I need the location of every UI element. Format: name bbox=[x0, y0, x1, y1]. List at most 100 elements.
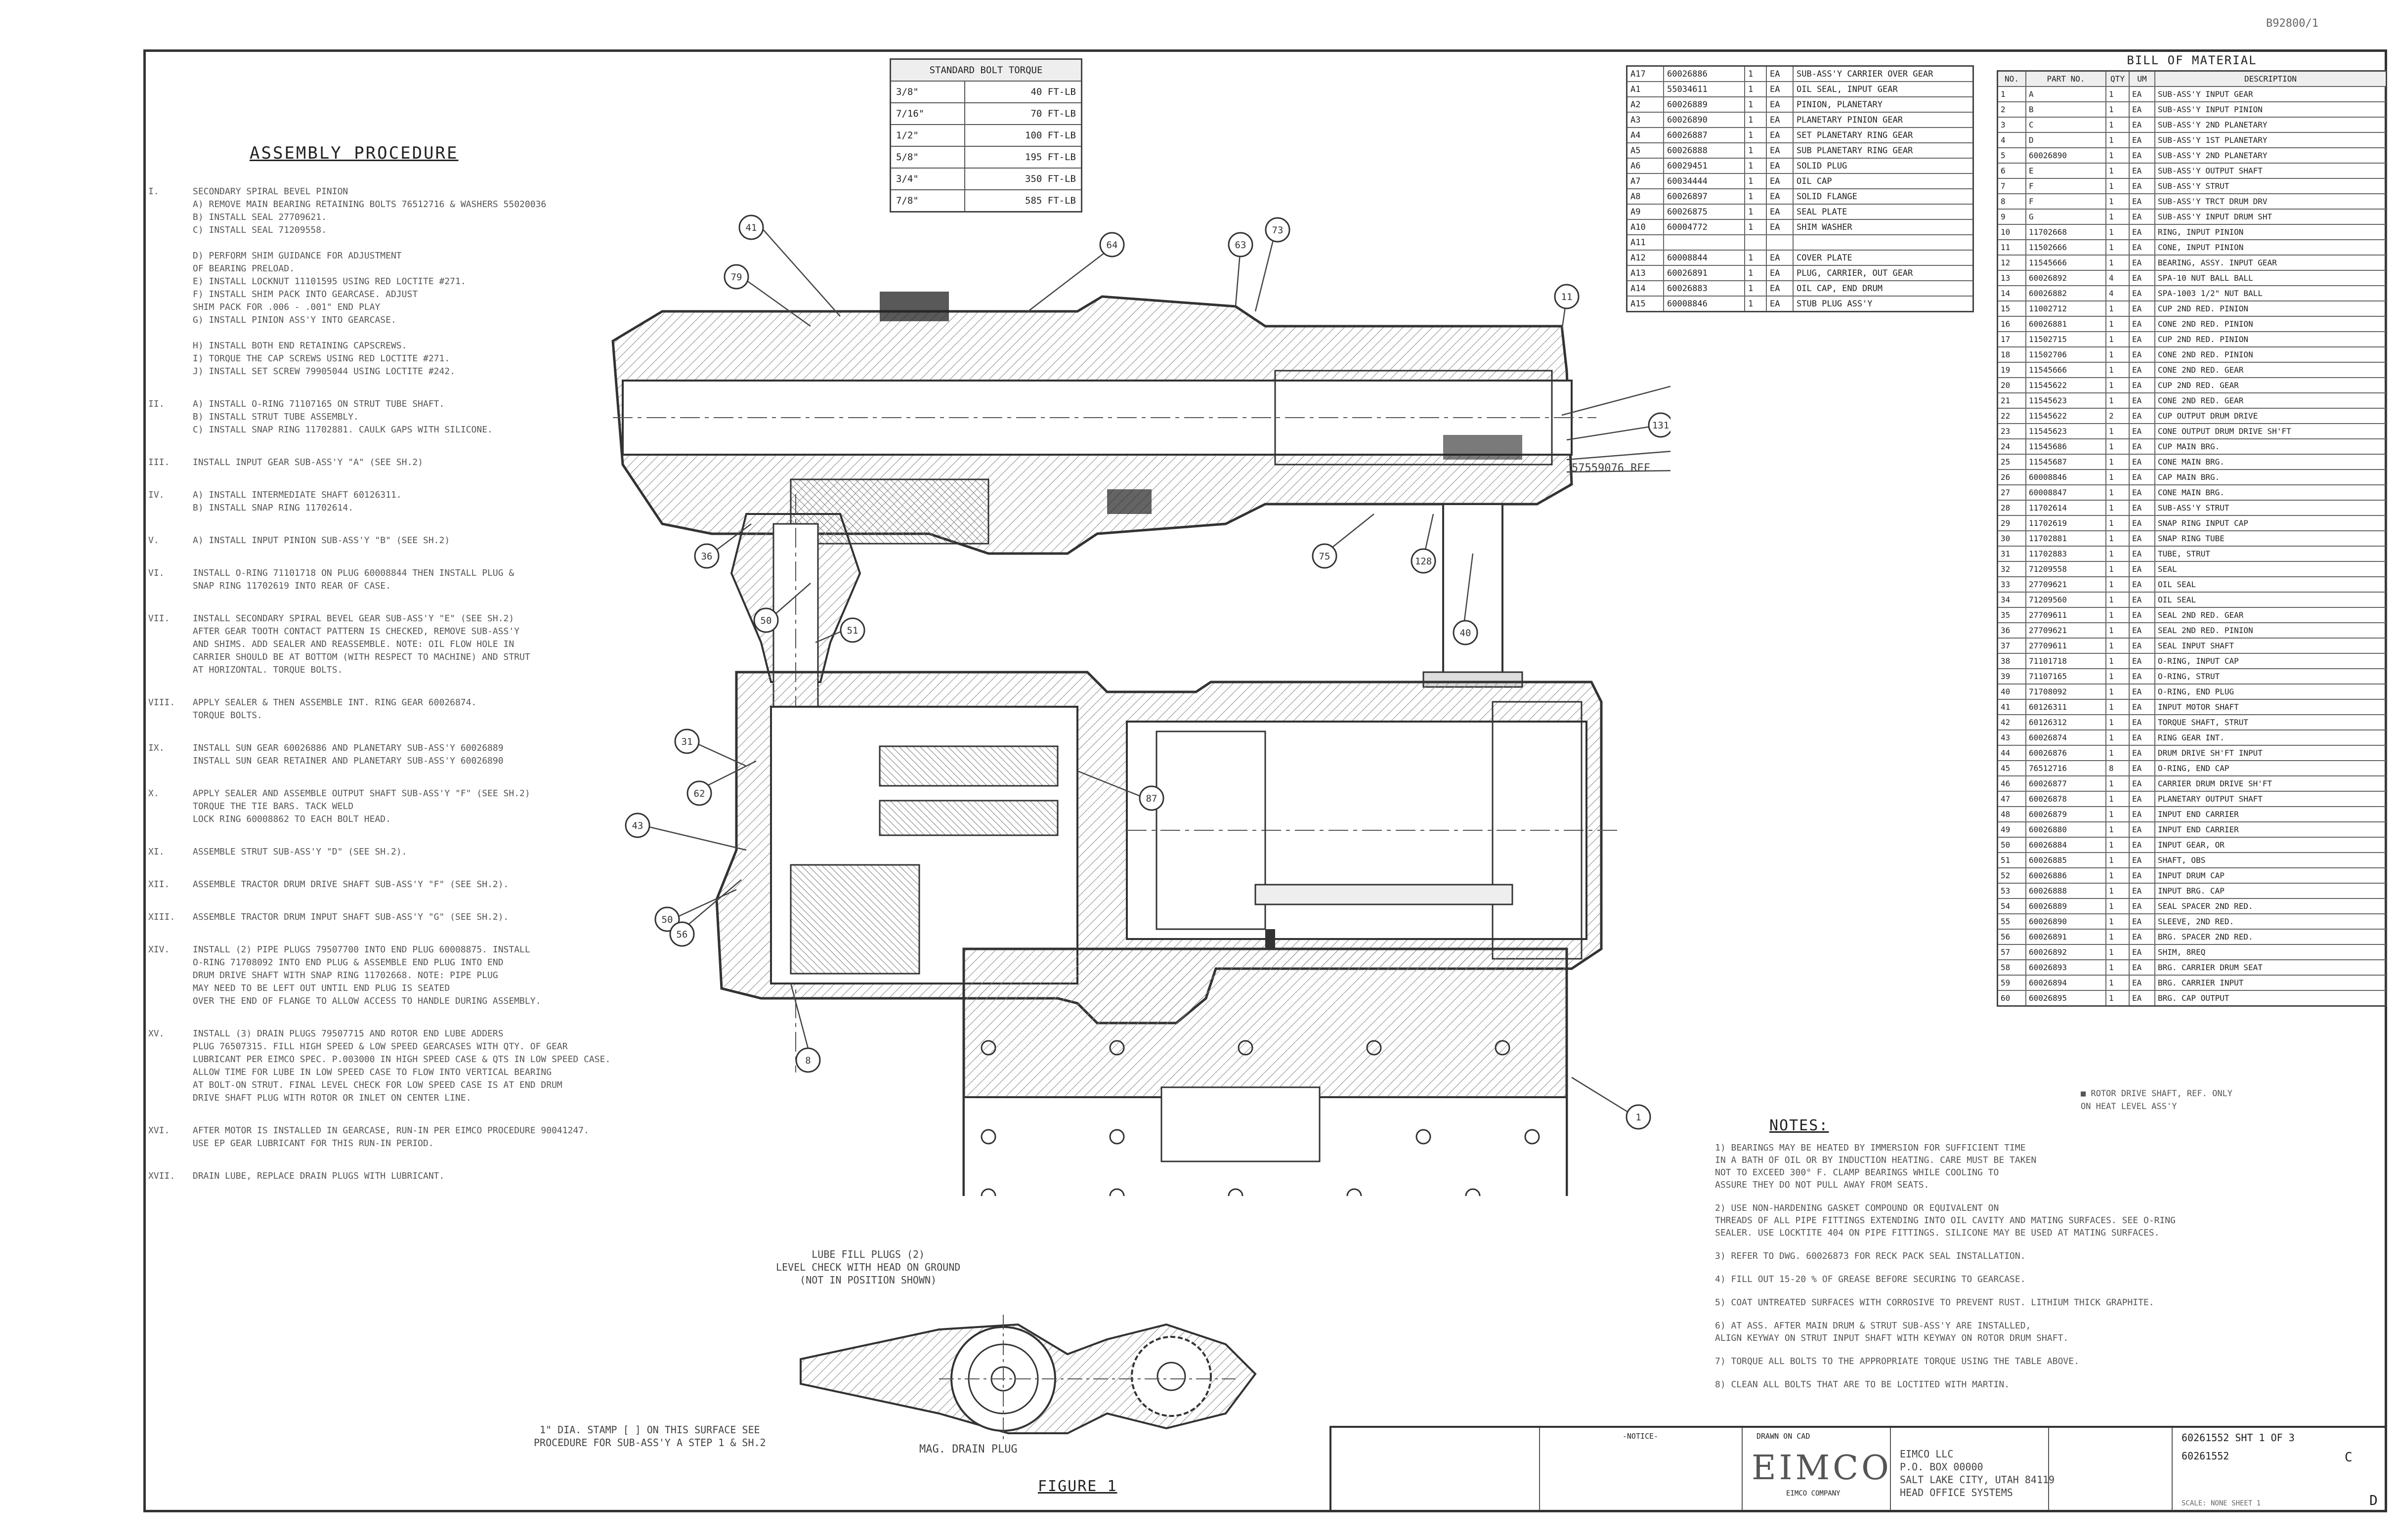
step-text: DRAIN LUBE, REPLACE DRAIN PLUGS WITH LUB… bbox=[193, 1171, 445, 1181]
bom-cell: 1 bbox=[2105, 684, 2130, 700]
bom-cell: 1 bbox=[2105, 576, 2130, 593]
bom-cell: 1 bbox=[2105, 178, 2130, 194]
bom-cell: 1 bbox=[2105, 331, 2130, 347]
bom-cell: 60026891 bbox=[1663, 265, 1745, 281]
bom-cell: 35 bbox=[1997, 607, 2026, 623]
bom-cell: 1 bbox=[2105, 484, 2130, 501]
bom-cell: EA bbox=[2129, 944, 2155, 960]
step-number: I. bbox=[148, 186, 159, 197]
bom-cell: 36 bbox=[1997, 622, 2026, 639]
bom-cell: 1 bbox=[1744, 265, 1767, 281]
step-number: XIV. bbox=[148, 944, 170, 955]
bom-cell: EA bbox=[2129, 913, 2155, 930]
company-logo-sub: EIMCO COMPANY bbox=[1786, 1490, 1841, 1497]
bom-cell: 1 bbox=[1744, 188, 1767, 205]
step-number: IV. bbox=[148, 490, 165, 500]
bom-cell: 60026875 bbox=[1663, 204, 1745, 220]
bom-cell: 60026878 bbox=[2025, 791, 2106, 807]
bom-cell: 25 bbox=[1997, 454, 2026, 470]
bom-cell: 2 bbox=[2105, 408, 2130, 424]
bom-cell: EA bbox=[2129, 147, 2155, 164]
bom-cell: 1 bbox=[2105, 729, 2130, 746]
bom-cell: EA bbox=[2129, 576, 2155, 593]
bom-cell: 24 bbox=[1997, 438, 2026, 455]
bom-cell: SOLID FLANGE bbox=[1793, 188, 1974, 205]
procedure-step: I.SECONDARY SPIRAL BEVEL PINION A) REMOV… bbox=[148, 185, 791, 378]
bom-cell: 71101718 bbox=[2025, 653, 2106, 669]
balloon-label: 50 bbox=[662, 914, 673, 925]
bom-cell: 60026888 bbox=[1663, 142, 1745, 159]
bom-cell: 1 bbox=[2105, 852, 2130, 868]
bom-cell: EA bbox=[1766, 81, 1794, 97]
bom-cell: EA bbox=[2129, 270, 2155, 286]
bom-cell: EA bbox=[2129, 867, 2155, 884]
bom-cell: 1 bbox=[2105, 653, 2130, 669]
notes-list: 1) BEARINGS MAY BE HEATED BY IMMERSION F… bbox=[1715, 1142, 2357, 1402]
bom-cell: SPA-1003 1/2" NUT BALL bbox=[2154, 285, 2387, 301]
gearbox-cross-section: 4179646373115713113057559367512850514031… bbox=[611, 214, 1670, 1196]
bom-cell: EA bbox=[2129, 331, 2155, 347]
bom-cell: A14 bbox=[1626, 280, 1664, 297]
bom-cell: 1 bbox=[1744, 219, 1767, 235]
figure-label: FIGURE 1 bbox=[1038, 1478, 1117, 1495]
bom-cell: 22 bbox=[1997, 408, 2026, 424]
drawn-on-cad: DRAWN ON CAD bbox=[1756, 1432, 1810, 1441]
callout-balloon: 50 bbox=[753, 607, 779, 633]
bom-cell: 11502706 bbox=[2025, 346, 2106, 363]
bolt-size: 3/4" bbox=[890, 168, 965, 190]
bom-cell: EA bbox=[2129, 745, 2155, 761]
bom-cell: 60026891 bbox=[2025, 929, 2106, 945]
bom-cell: EA bbox=[2129, 729, 2155, 746]
bom-header-cell: UM bbox=[2129, 70, 2155, 87]
torque-value: 350 FT-LB bbox=[964, 168, 1082, 190]
bom-cell: A bbox=[2025, 86, 2106, 102]
lube-check-label: LUBE FILL PLUGS (2) LEVEL CHECK WITH HEA… bbox=[776, 1248, 961, 1286]
bom-cell: 11545686 bbox=[2025, 438, 2106, 455]
procedure-step: XVII.DRAIN LUBE, REPLACE DRAIN PLUGS WIT… bbox=[148, 1170, 791, 1183]
bom-cell: 11545622 bbox=[2025, 408, 2106, 424]
stamp-label: 1" DIA. STAMP [ ] ON THIS SURFACE SEE PR… bbox=[534, 1424, 766, 1449]
bom-cell: EA bbox=[2129, 239, 2155, 256]
bom-cell: 60026880 bbox=[2025, 821, 2106, 838]
bom-cell: SPA-10 NUT BALL BALL bbox=[2154, 270, 2387, 286]
bom-cell: 1 bbox=[2105, 86, 2130, 102]
bom-cell: EA bbox=[1766, 142, 1794, 159]
callout-balloon: 51 bbox=[840, 617, 865, 643]
torque-value: 585 FT-LB bbox=[964, 189, 1082, 213]
bom-cell: 60 bbox=[1997, 990, 2026, 1007]
bom-cell: EA bbox=[2129, 101, 2155, 118]
bom-cell: EA bbox=[1766, 158, 1794, 174]
bom-cell: C bbox=[2025, 117, 2106, 133]
bom-footnote: ■ ROTOR DRIVE SHAFT, REF. ONLY ON HEAT L… bbox=[2081, 1089, 2233, 1112]
bom-cell: 60026881 bbox=[2025, 316, 2106, 332]
revision-letter: C bbox=[2345, 1450, 2353, 1465]
callout-balloon: 31 bbox=[674, 728, 700, 754]
bom-cell: 38 bbox=[1997, 653, 2026, 669]
bom-cell: TUBE, STRUT bbox=[2154, 546, 2387, 562]
bom-cell: BEARING, ASSY. INPUT GEAR bbox=[2154, 255, 2387, 271]
bom-cell: EA bbox=[2129, 975, 2155, 991]
bom-cell: 1 bbox=[2105, 346, 2130, 363]
bom-cell: 1 bbox=[2105, 913, 2130, 930]
bom-cell: 1 bbox=[2105, 791, 2130, 807]
step-number: IX. bbox=[148, 743, 165, 753]
bom-cell: A3 bbox=[1626, 112, 1664, 128]
bom-cell: 1 bbox=[2105, 193, 2130, 210]
bom-cell: 1 bbox=[2105, 423, 2130, 439]
bom-cell: EA bbox=[1766, 219, 1794, 235]
bom-cell: 60026892 bbox=[2025, 270, 2106, 286]
bom-cell: 39 bbox=[1997, 668, 2026, 684]
callout-balloon: 36 bbox=[694, 543, 720, 569]
notice-cell bbox=[1539, 1428, 1743, 1510]
bom-cell: 1 bbox=[1744, 204, 1767, 220]
